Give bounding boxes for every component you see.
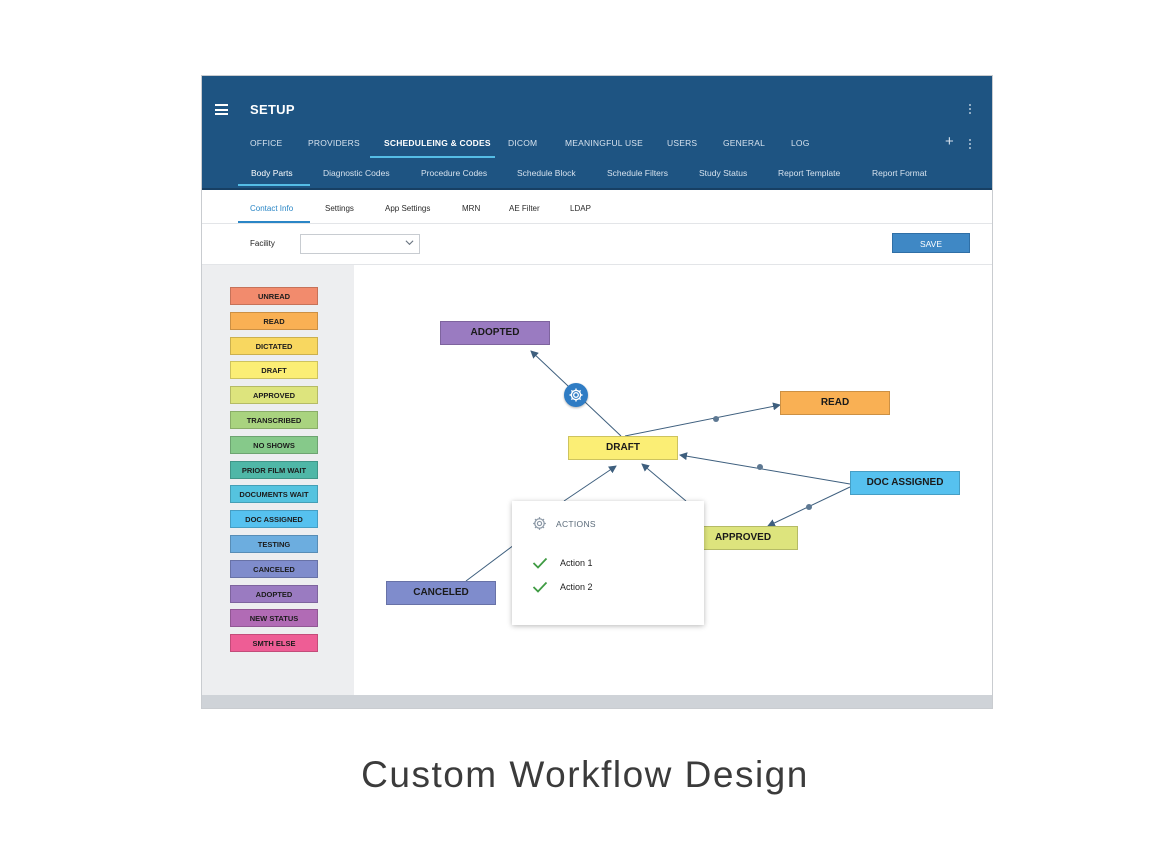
action-item-label: Action 2: [560, 582, 593, 592]
status-chip[interactable]: TRANSCRIBED: [230, 411, 318, 429]
checkmark-icon: [532, 581, 548, 593]
actions-title: ACTIONS: [556, 519, 596, 529]
node-doc-assigned[interactable]: DOC ASSIGNED: [850, 471, 960, 495]
edge-handle[interactable]: [806, 504, 812, 510]
topbar-divider: [202, 188, 992, 190]
status-palette: UNREAD READ DICTATED DRAFT APPROVED TRANSCRIB…: [202, 265, 354, 695]
action-item-label: Action 1: [560, 558, 593, 568]
edge-docassigned-draft[interactable]: [679, 452, 851, 485]
bottom-scrollbar[interactable]: [202, 695, 992, 708]
node-approved[interactable]: APPROVED: [688, 526, 798, 550]
tab-meaningful-use[interactable]: MEANINGFUL USE: [565, 138, 644, 148]
hamburger-menu-icon[interactable]: [215, 104, 228, 115]
save-button[interactable]: SAVE: [892, 233, 970, 253]
active-subtab-indicator: [238, 184, 310, 186]
node-draft[interactable]: DRAFT: [568, 436, 678, 460]
workflow-canvas[interactable]: ADOPTED READ DRAFT DOC ASSIGNED APPROVED…: [354, 265, 992, 695]
node-settings-gear-icon[interactable]: [564, 383, 588, 407]
status-chip[interactable]: NEW STATUS: [230, 609, 318, 628]
tab-dicom[interactable]: DICOM: [508, 138, 538, 148]
secondary-tab-bar: Contact Info Settings App Settings MRN A…: [202, 190, 992, 224]
tabs-more-icon[interactable]: [968, 139, 972, 151]
tab-users[interactable]: USERS: [667, 138, 698, 148]
tab-general[interactable]: GENERAL: [723, 138, 766, 148]
tab-log[interactable]: LOG: [791, 138, 810, 148]
status-chip[interactable]: DOCUMENTS WAIT: [230, 485, 318, 504]
subtab-report-format[interactable]: Report Format: [872, 168, 927, 178]
actions-gear-icon: [533, 517, 546, 530]
active-tab-indicator: [370, 156, 495, 158]
tab-ae-filter[interactable]: AE Filter: [509, 204, 540, 213]
facility-label: Facility: [250, 239, 275, 248]
tab-mrn[interactable]: MRN: [462, 204, 481, 213]
image-caption: Custom Workflow Design: [361, 754, 809, 795]
node-read[interactable]: READ: [780, 391, 890, 415]
status-chip[interactable]: SMTH ELSE: [230, 634, 318, 653]
tab-scheduling-codes[interactable]: SCHEDULEING & CODES: [384, 138, 491, 148]
status-chip[interactable]: READ: [230, 311, 318, 330]
active-secondary-tab-indicator: [238, 221, 310, 223]
edge-handle[interactable]: [757, 464, 763, 470]
subtab-schedule-filters[interactable]: Schedule Filters: [607, 168, 668, 178]
status-chip[interactable]: NO SHOWS: [230, 435, 318, 454]
filter-row: Facility SAVE: [202, 224, 992, 265]
status-chip[interactable]: UNREAD: [230, 287, 318, 305]
tab-ldap[interactable]: LDAP: [570, 204, 591, 213]
tab-settings[interactable]: Settings: [325, 204, 354, 213]
edge-draft-read[interactable]: [624, 402, 781, 437]
app-window: SETUP OFFICE PROVIDERS SCHEDULEING & COD…: [201, 75, 993, 709]
tab-contact-info[interactable]: Contact Info: [250, 204, 294, 213]
top-bar: SETUP OFFICE PROVIDERS SCHEDULEING & COD…: [202, 76, 992, 188]
status-chip[interactable]: ADOPTED: [230, 584, 318, 603]
edge-handle[interactable]: [713, 416, 719, 422]
subtab-body-parts[interactable]: Body Parts: [251, 168, 293, 178]
checkmark-icon: [532, 557, 548, 569]
tab-app-settings[interactable]: App Settings: [385, 204, 431, 213]
status-chip[interactable]: DOC ASSIGNED: [230, 510, 318, 529]
status-chip[interactable]: TESTING: [230, 535, 318, 553]
edge-canceled-popup[interactable]: [465, 544, 515, 582]
status-chip[interactable]: DRAFT: [230, 361, 318, 380]
facility-select[interactable]: [300, 234, 420, 254]
tab-providers[interactable]: PROVIDERS: [308, 138, 360, 148]
plus-icon[interactable]: +: [945, 133, 954, 150]
node-adopted[interactable]: ADOPTED: [440, 321, 550, 345]
page-title: SETUP: [250, 102, 295, 117]
subtab-schedule-block[interactable]: Schedule Block: [517, 168, 576, 178]
subtab-report-template[interactable]: Report Template: [778, 168, 841, 178]
status-chip[interactable]: DICTATED: [230, 336, 318, 355]
node-canceled[interactable]: CANCELED: [386, 581, 496, 605]
tab-office[interactable]: OFFICE: [250, 138, 283, 148]
subtab-study-status[interactable]: Study Status: [699, 168, 748, 178]
status-chip[interactable]: PRIOR FILM WAIT: [230, 460, 318, 479]
subtab-procedure-codes[interactable]: Procedure Codes: [421, 168, 488, 178]
status-chip[interactable]: APPROVED: [230, 386, 318, 405]
subtab-diagnostic-codes[interactable]: Diagnostic Codes: [323, 168, 390, 178]
actions-popup: ACTIONS Action 1 Action 2: [512, 501, 704, 625]
edge-approved-draft[interactable]: [641, 463, 687, 502]
more-options-icon[interactable]: [968, 104, 972, 116]
status-chip[interactable]: CANCELED: [230, 559, 318, 578]
edge-canceled-draft[interactable]: [563, 465, 617, 502]
chevron-down-icon: [405, 240, 414, 246]
